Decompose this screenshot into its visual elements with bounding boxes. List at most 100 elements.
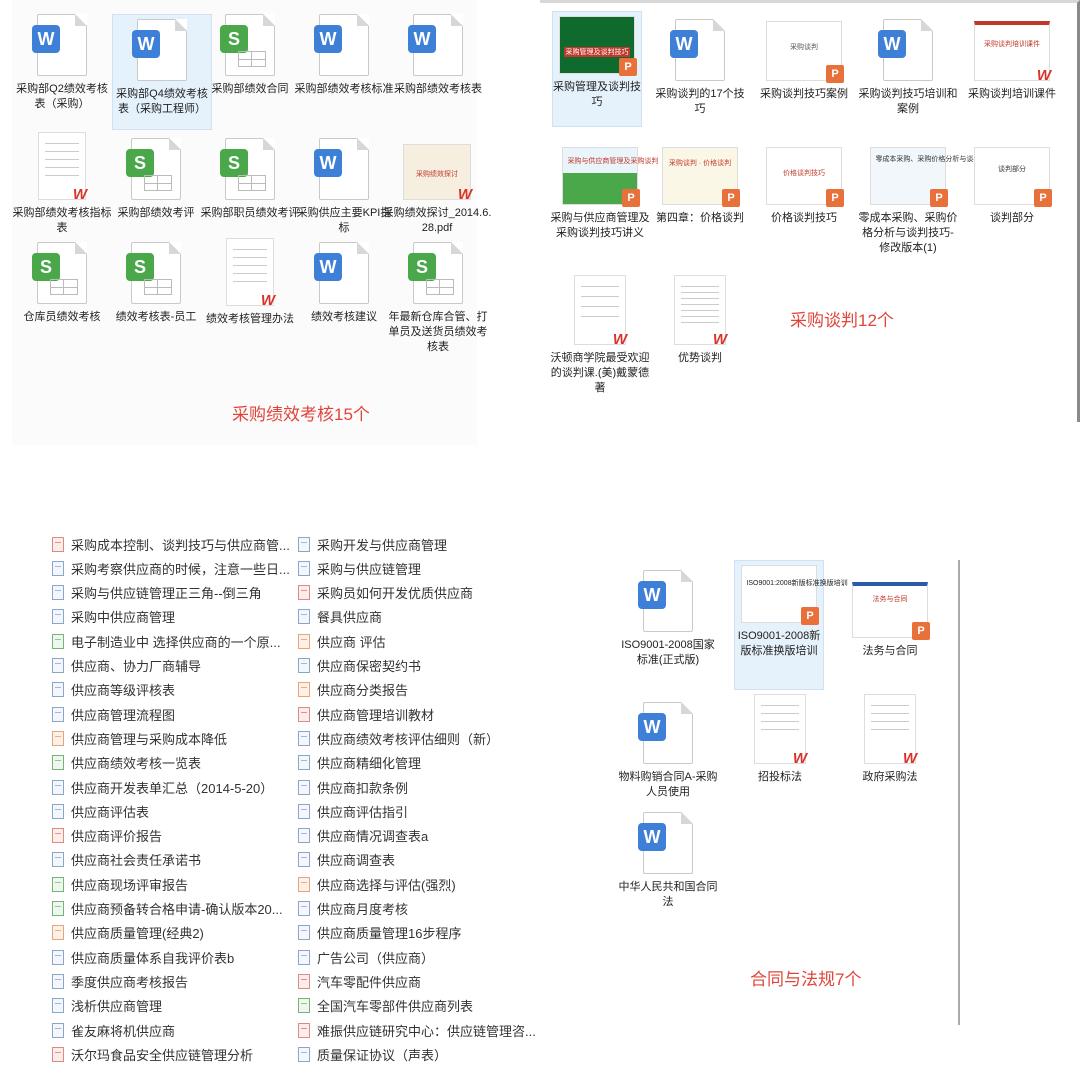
list-item[interactable]: 供应商预备转合格申请-确认版本20... [52, 897, 300, 921]
file-item-selected[interactable]: ISO9001:2008新版标准换版培训 P ISO9001-2008新版标准换… [734, 560, 848, 690]
list-item[interactable]: 季度供应商考核报告 [52, 969, 300, 993]
file-item[interactable]: W ISO9001-2008国家标准(正式版) [618, 566, 718, 668]
list-item[interactable]: 采购开发与供应商管理 [298, 532, 538, 556]
file-item[interactable]: W 采购部绩效考核表 [388, 10, 488, 97]
list-item[interactable]: 供应商管理流程图 [52, 702, 300, 726]
list-item[interactable]: 采购员如何开发优质供应商 [298, 581, 538, 605]
list-item[interactable]: 供应商质量管理16步程序 [298, 921, 538, 945]
list-item[interactable]: 供应商选择与评估(强烈) [298, 872, 538, 896]
file-item[interactable]: S 采购部职员绩效考评 [200, 134, 300, 221]
file-item[interactable]: W 优势谈判 [650, 271, 750, 366]
list-item[interactable]: 供应商质量体系自我评价表b [52, 945, 300, 969]
list-item-label: 全国汽车零部件供应商列表 [317, 999, 474, 1015]
list-item-label: 汽车零配件供应商 [317, 974, 422, 990]
list-item[interactable]: 采购成本控制、谈判技巧与供应商管... [52, 532, 300, 556]
file-item[interactable]: 采购谈判 · 价格谈判 P 第四章：价格谈判 [650, 143, 750, 226]
list-item[interactable]: 供应商保密契约书 [298, 654, 538, 678]
file-item[interactable]: S 仓库员绩效考核 [12, 238, 112, 325]
file-item[interactable]: 价格谈判技巧 P 价格谈判技巧 [754, 143, 854, 226]
file-item[interactable]: W 采购部绩效考核标准 [294, 10, 394, 97]
file-type-icon [298, 973, 310, 989]
list-item[interactable]: 供应商扣款条例 [298, 775, 538, 799]
list-item-label: 供应商社会责任承诺书 [71, 853, 202, 869]
file-item[interactable]: 采购谈判培训课件 W 采购谈判培训课件 [962, 17, 1062, 102]
list-item[interactable]: 难振供应链研究中心：供应链管理咨... [298, 1018, 538, 1042]
file-item[interactable]: W 采购供应主要KPI指标 [294, 134, 394, 236]
wps-document-thumbnail: W [226, 238, 275, 309]
file-item[interactable]: W 物料购销合同A-采购人员使用 [618, 698, 718, 800]
list-item[interactable]: 质量保证协议（声表） [298, 1042, 538, 1066]
file-item[interactable]: W 沃顿商学院最受欢迎的谈判课.(美)戴蒙德著 [550, 271, 650, 396]
list-item[interactable]: 广告公司（供应商） [298, 945, 538, 969]
file-item[interactable]: W 采购部Q2绩效考核表（采购） [12, 10, 112, 112]
list-item[interactable]: 采购中供应商管理 [52, 605, 300, 629]
list-item[interactable]: 供应商分类报告 [298, 678, 538, 702]
list-item-label: 质量保证协议（声表） [317, 1047, 448, 1063]
list-item[interactable]: 全国汽车零部件供应商列表 [298, 994, 538, 1018]
file-item[interactable]: W 绩效考核建议 [294, 238, 394, 325]
list-item[interactable]: 供应商、协力厂商辅导 [52, 654, 300, 678]
file-type-icon [298, 1046, 310, 1062]
file-item[interactable]: S 绩效考核表-员工 [106, 238, 206, 325]
list-item[interactable]: 供应商等级评核表 [52, 678, 300, 702]
list-item[interactable]: 供应商绩效考核一览表 [52, 751, 300, 775]
legal-folder-panel: W ISO9001-2008国家标准(正式版) ISO9001:2008新版标准… [598, 560, 960, 1025]
file-item[interactable]: W 政府采购法 [840, 690, 940, 785]
file-item-selected[interactable]: 采购管理及谈判技巧 P 采购管理及谈判技巧 [552, 11, 642, 127]
list-item-label: 供应商绩效考核一览表 [71, 756, 202, 772]
list-item[interactable]: 供应商评估表 [52, 799, 300, 823]
list-item[interactable]: 电子制造业中 选择供应商的一个原... [52, 629, 300, 653]
file-type-icon [52, 998, 64, 1014]
wps-document-thumbnail: W [864, 694, 917, 767]
list-item[interactable]: 供应商 评估 [298, 629, 538, 653]
file-item[interactable]: 采购与供应商管理及采购谈判 P 采购与供应商管理及采购谈判技巧讲义 [550, 143, 658, 241]
file-item[interactable]: S 年最新仓库合管、打单员及送货员绩效考核表 [388, 238, 488, 355]
file-item[interactable]: 谈判部分 P 谈判部分 [962, 143, 1062, 226]
list-item[interactable]: 供应商开发表单汇总（2014-5-20） [52, 775, 300, 799]
wps-document-thumbnail: W [38, 132, 87, 203]
wps-icon: W [902, 750, 918, 767]
file-item[interactable]: 采购谈判 P 采购谈判技巧案例 [754, 17, 854, 102]
list-item[interactable]: 浅析供应商管理 [52, 994, 300, 1018]
file-item[interactable]: S 采购部绩效考评 [106, 134, 206, 221]
file-item[interactable]: 法务与合同 P 法务与合同 [840, 578, 940, 659]
list-item-label: 供应商质量体系自我评价表b [71, 950, 235, 966]
list-item[interactable]: 供应商现场评审报告 [52, 872, 300, 896]
file-type-icon [52, 901, 64, 916]
file-type-icon [52, 585, 64, 601]
list-item[interactable]: 供应商绩效考核评估细则（新） [298, 726, 538, 750]
list-item[interactable]: 雀友麻将机供应商 [52, 1018, 300, 1042]
list-item[interactable]: 供应商调查表 [298, 848, 538, 872]
list-item[interactable]: 供应商精细化管理 [298, 751, 538, 775]
list-item[interactable]: 沃尔玛食品安全供应链管理分析 [52, 1042, 300, 1066]
list-item[interactable]: 汽车零配件供应商 [298, 969, 538, 993]
list-item[interactable]: 供应商评估指引 [298, 799, 538, 823]
list-item[interactable]: 采购与供应链管理 [298, 556, 538, 580]
file-type-icon [298, 682, 310, 698]
file-item[interactable]: W 采购部绩效考核指标表 [12, 128, 112, 236]
file-item-selected[interactable]: W 采购部Q4绩效考核表（采购工程师） [112, 14, 212, 130]
list-item[interactable]: 采购考察供应商的时候，注意一些日... [52, 556, 300, 580]
list-item[interactable]: 供应商评价报告 [52, 824, 300, 848]
file-item[interactable]: W 绩效考核管理办法 [200, 234, 300, 327]
list-item-label: 供应商评估表 [71, 804, 150, 820]
file-item[interactable]: W 招投标法 [730, 690, 830, 785]
list-item[interactable]: 供应商管理与采购成本降低 [52, 726, 300, 750]
list-item[interactable]: 供应商月度考核 [298, 897, 538, 921]
file-item[interactable]: 采购绩效探讨 W 采购绩效探讨_2014.6.28.pdf [382, 140, 492, 236]
list-item[interactable]: 供应商质量管理(经典2) [52, 921, 300, 945]
file-item[interactable]: W 中华人民共和国合同法 [618, 808, 718, 910]
file-item[interactable]: W 采购谈判技巧培训和案例 [858, 15, 958, 117]
wps-icon: W [712, 331, 728, 348]
file-item[interactable]: 零成本采购、采购价格分析与谈判技巧 P 零成本采购、采购价格分析与谈判技巧-修改… [858, 143, 994, 256]
file-item[interactable]: S 采购部绩效合同 [200, 10, 300, 97]
list-item[interactable]: 供应商情况调查表a [298, 824, 538, 848]
list-item[interactable]: 采购与供应链管理正三角--倒三角 [52, 581, 300, 605]
list-item-label: 供应商情况调查表a [317, 829, 429, 845]
file-type-icon [298, 585, 310, 601]
list-item[interactable]: 供应商社会责任承诺书 [52, 848, 300, 872]
list-item[interactable]: 餐具供应商 [298, 605, 538, 629]
list-item[interactable]: 供应商管理培训教材 [298, 702, 538, 726]
file-item[interactable]: W 采购谈判的17个技巧 [650, 15, 750, 117]
wps-icon: W [260, 292, 276, 309]
